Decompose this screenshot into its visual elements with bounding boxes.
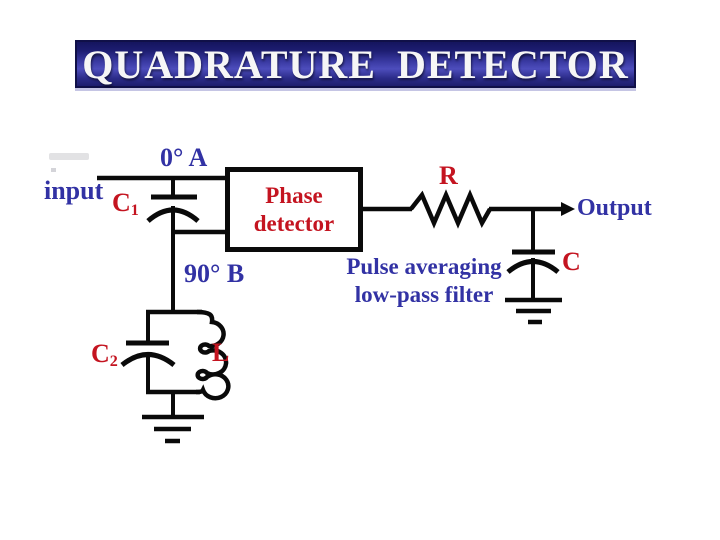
- output-label: Output: [577, 195, 652, 221]
- output-capacitor-label: C: [562, 247, 581, 276]
- scan-artifact: [49, 153, 89, 172]
- tank-circuit-frame: [146, 309, 202, 395]
- title-banner: QUADRATURE DETECTOR: [75, 40, 636, 88]
- resistor-r-symbol: [409, 189, 492, 229]
- filter-caption: Pulse averaging low-pass filter: [337, 253, 511, 309]
- input-label: input: [44, 176, 104, 205]
- capacitor-c1-symbol: [146, 176, 200, 314]
- node-b-label: 90° B: [184, 259, 245, 288]
- ground-symbol-tank: [142, 390, 204, 444]
- node-a-label: 0° A: [160, 143, 208, 172]
- filter-caption-line2: low-pass filter: [354, 282, 494, 307]
- filter-caption-line1: Pulse averaging: [346, 254, 502, 279]
- c2-label: C2: [91, 339, 118, 371]
- slide-title: QUADRATURE DETECTOR: [82, 41, 629, 87]
- phase-detector-label-line1: Phase: [265, 182, 323, 208]
- phase-detector-label-line2: detector: [253, 210, 335, 236]
- inductor-l-symbol: [195, 309, 231, 401]
- capacitor-c2-symbol: [120, 340, 176, 368]
- output-arrow-icon: [561, 202, 575, 216]
- ground-symbol-filter: [505, 297, 562, 325]
- capacitor-c-symbol: [506, 207, 560, 302]
- inductor-label: L: [212, 338, 230, 367]
- phase-detector-block: Phase detector: [225, 167, 363, 252]
- c1-label: C1: [112, 188, 139, 220]
- output-wire: [489, 202, 575, 216]
- resistor-label: R: [439, 161, 458, 190]
